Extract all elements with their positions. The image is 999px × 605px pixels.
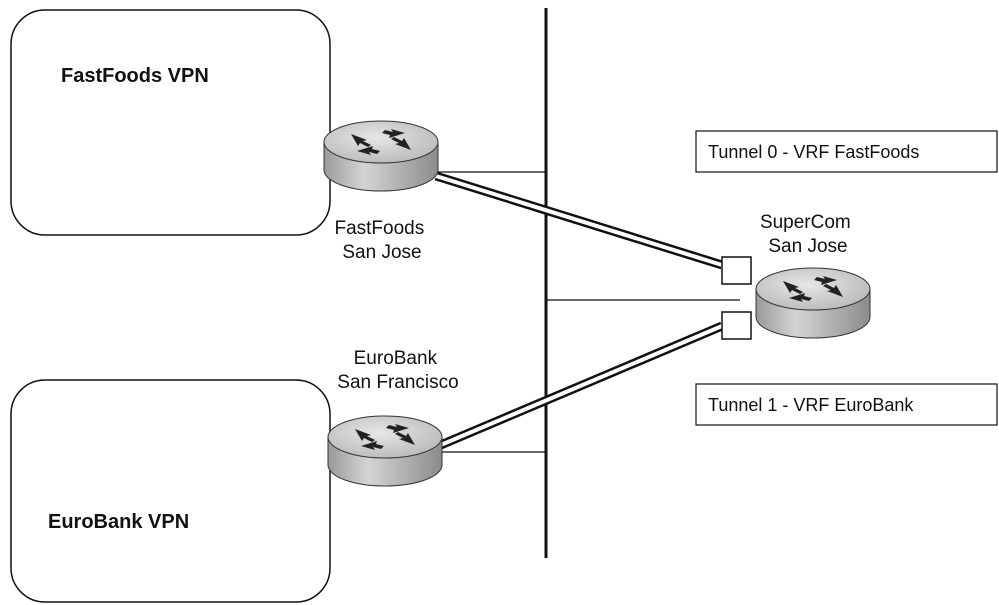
supercom-router-label-line1: SuperCom	[760, 212, 851, 233]
fastfoods-vpn-box	[10, 9, 331, 236]
tunnel-0-label: Tunnel 0 - VRF FastFoods	[708, 142, 919, 162]
tunnel-0-label-box	[695, 130, 998, 173]
fastfoods-router-icon	[323, 120, 439, 192]
eurobank-vpn-title: EuroBank VPN	[48, 511, 189, 533]
tunnel-1-label: Tunnel 1 - VRF EuroBank	[708, 395, 914, 415]
fastfoods-router-label-line2: San Jose	[342, 242, 421, 263]
fastfoods-router-label-line1: FastFoods	[334, 218, 424, 239]
tunnel-1-port	[721, 311, 752, 340]
eurobank-vpn-box	[10, 379, 331, 603]
eurobank-router-label-line2: San Francisco	[337, 372, 458, 393]
eurobank-router-label-line1: EuroBank	[354, 348, 438, 369]
supercom-router-label-line2: San Jose	[768, 236, 847, 257]
fastfoods-router-label: FastFoods San Jose	[334, 218, 429, 263]
eurobank-router-icon	[327, 415, 443, 487]
tunnel-1-label-box	[695, 383, 998, 426]
fastfoods-vpn-title: FastFoods VPN	[61, 65, 209, 87]
tunnel-1-line	[434, 321, 724, 452]
eurobank-router-label: EuroBank San Francisco	[337, 348, 458, 393]
tunnel-0-line	[434, 171, 724, 270]
supercom-router-label: SuperCom San Jose	[760, 212, 856, 257]
supercom-router-icon	[755, 267, 871, 339]
tunnel-0-port	[721, 256, 752, 285]
